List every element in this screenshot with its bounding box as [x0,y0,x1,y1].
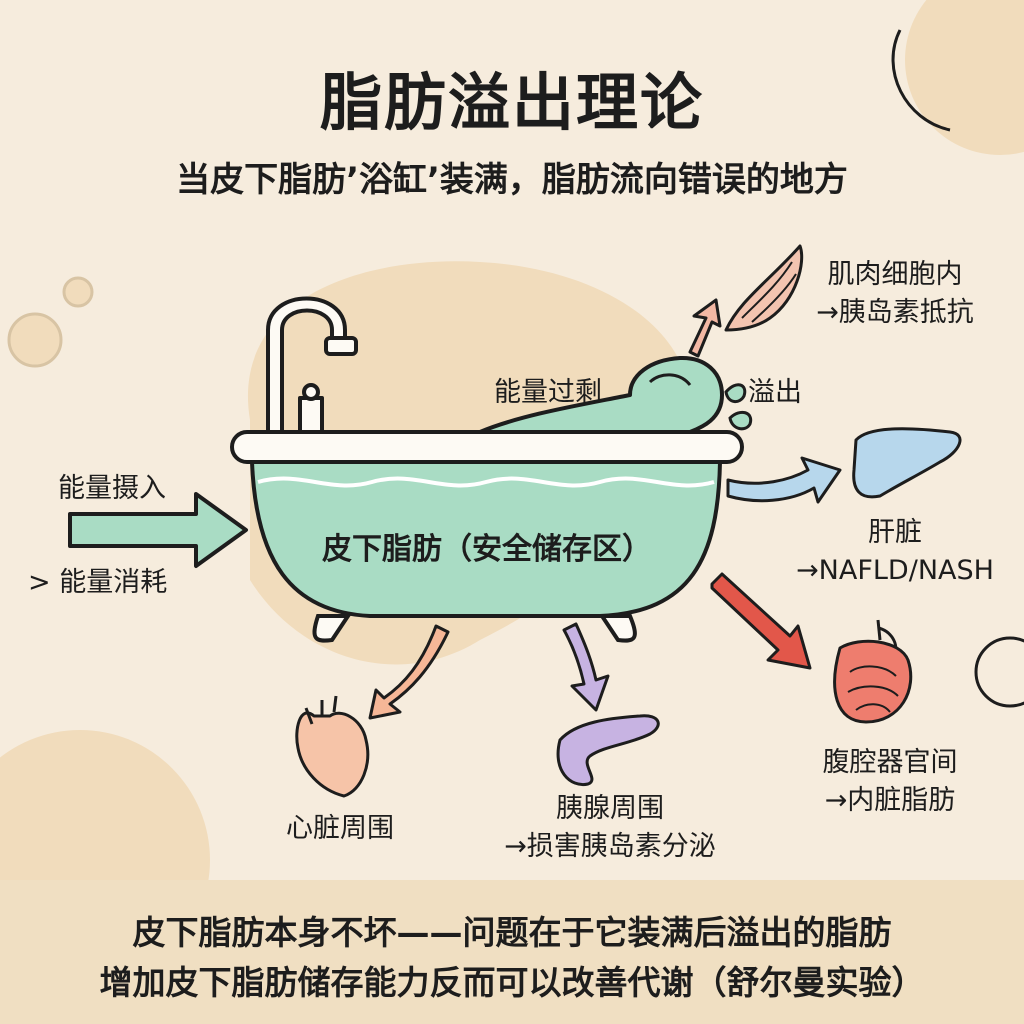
pancreas-icon [556,714,660,787]
liver-label: 肝脏 →NAFLD/NASH [770,514,1020,590]
page-subtitle: 当皮下脂肪’浴缸’装满，脂肪流向错误的地方 [176,160,848,200]
bubble [7,312,63,368]
liver-icon [852,427,962,499]
abdomen-label: 腹腔器官间 →内脏脂肪 [760,744,1020,820]
bathtub-icon [230,430,744,643]
arrow-to-liver [726,456,842,504]
pancreas-label: 胰腺周围 →损害胰岛素分泌 [470,790,750,866]
arrow-to-abdomen [710,572,812,670]
faucet-icon [266,296,358,434]
heart-icon [295,695,370,798]
abdomen-name: 腹腔器官间 [822,747,958,778]
muscle-label: 肌肉细胞内 →胰岛素抵抗 [770,256,1020,332]
energy-expenditure-label: > 能量消耗 [28,567,168,598]
intestines-icon [833,619,913,724]
heart-label: 心脏周围 [240,810,440,848]
page-title: 脂肪溢出理论 [319,66,704,139]
muscle-name: 肌肉细胞内 [827,259,963,290]
muscle-icon [724,244,804,332]
arrow-to-heart [368,624,450,720]
background-circle [905,0,1024,155]
bubble [974,636,1024,708]
heart-name: 心脏周围 [286,813,394,844]
arrow-to-pancreas [562,622,610,712]
footer-band: 皮下脂肪本身不坏——问题在于它装满后溢出的脂肪 增加皮下脂肪储存能力反而可以改善… [0,880,1024,1024]
liver-effect: →NAFLD/NASH [796,555,994,586]
energy-intake-label: 能量摄入 [58,473,166,504]
footer-line-2: 增加皮下脂肪储存能力反而可以改善代谢（舒尔曼实验） [99,963,925,1002]
splash-drop [724,383,747,403]
splash-drop [728,410,753,431]
abdomen-effect: →内脏脂肪 [824,785,956,816]
overflow-label: 溢出 [748,377,802,408]
muscle-effect: →胰岛素抵抗 [816,297,974,328]
intake-arrow [68,492,248,568]
pancreas-effect: →损害胰岛素分泌 [504,831,716,862]
bathtub-label: 皮下脂肪（安全储存区） [322,532,652,567]
liver-name: 肝脏 [868,517,922,548]
bubble [62,276,94,308]
footer-line-1: 皮下脂肪本身不坏——问题在于它装满后溢出的脂肪 [132,913,892,952]
arrow-to-muscle [688,298,722,358]
energy-excess-label: 能量过剩 [494,377,602,408]
pancreas-name: 胰腺周围 [556,793,664,824]
